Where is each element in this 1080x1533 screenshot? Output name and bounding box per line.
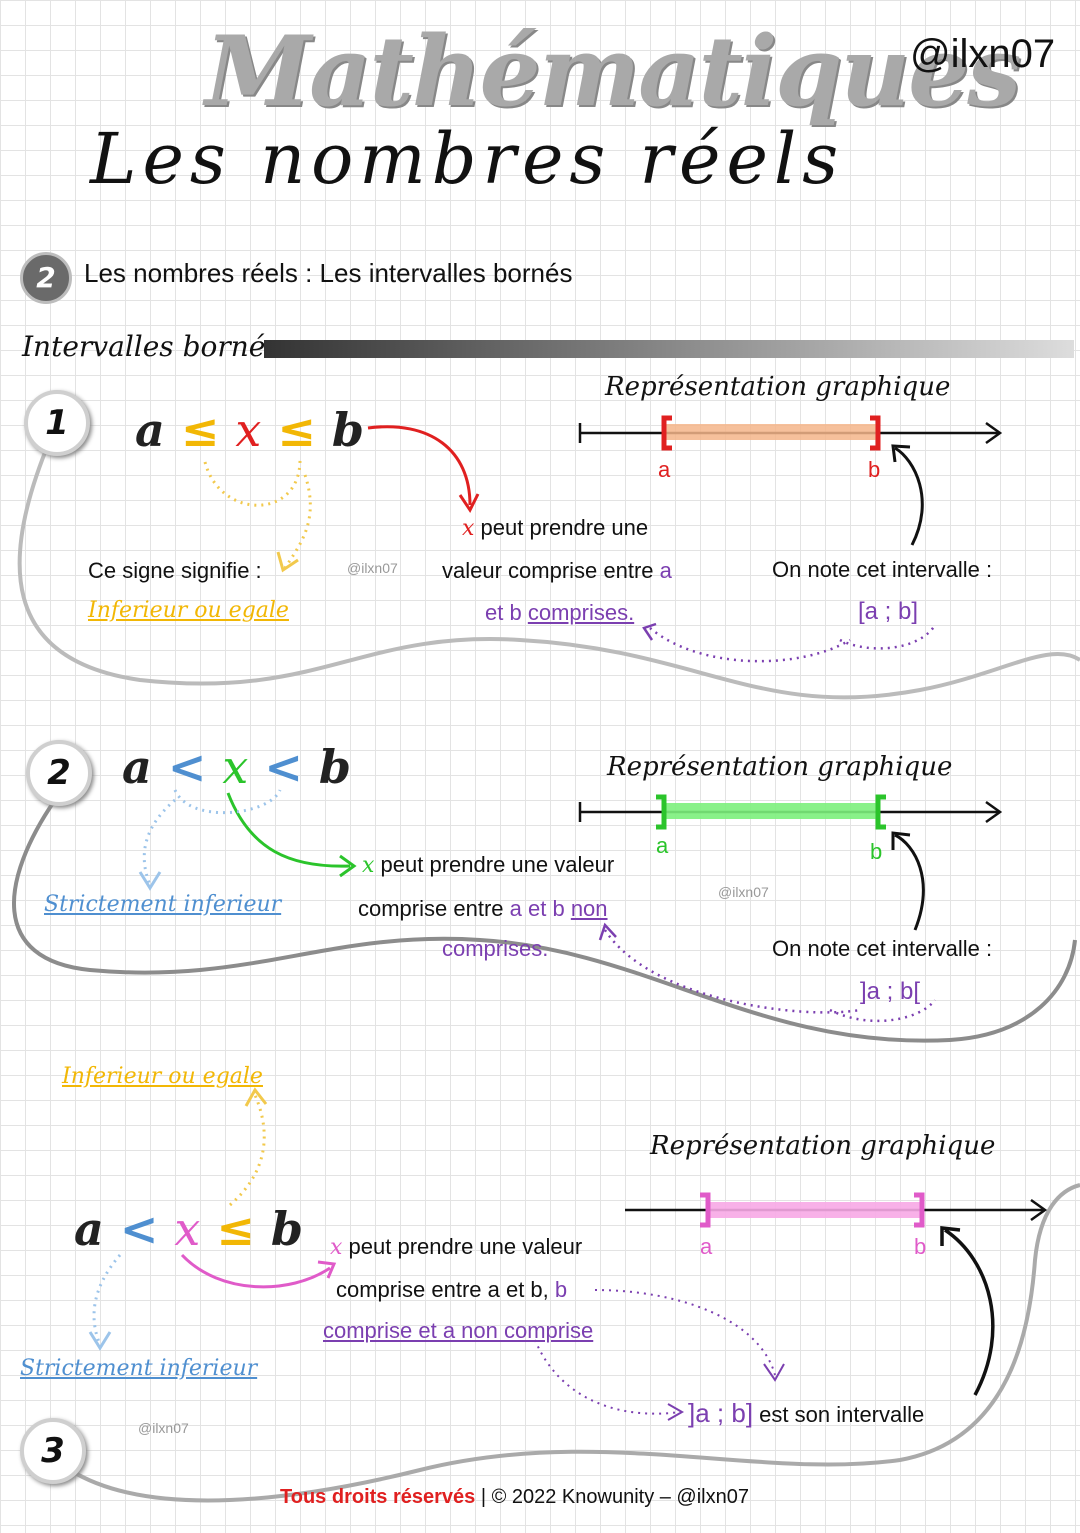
block-3-desc-line2: comprise entre a et b, b <box>336 1277 568 1302</box>
block-2-sign-meaning: Strictement inferieur <box>44 892 282 917</box>
op-lt: < <box>119 1202 159 1256</box>
block-1-number: 1 <box>24 390 90 456</box>
var-a: a <box>122 740 152 794</box>
block-3-meaning-bottom: Strictement inferieur <box>20 1356 258 1381</box>
block-3-number: 3 <box>20 1418 86 1484</box>
subsection-bar <box>264 340 1074 358</box>
block-1-desc-line1: x peut prendre une <box>462 515 649 541</box>
watermark: @ilxn07 <box>138 1420 189 1436</box>
block-2-notation: ]a ; b[ <box>860 978 921 1005</box>
block-2-repr-title: Représentation graphique <box>607 752 953 782</box>
block-2-number: 2 <box>26 740 92 806</box>
block-3-meaning-top: Inferieur ou egale <box>62 1064 263 1089</box>
block-3-desc-line3: comprise et a non comprise <box>323 1318 594 1343</box>
block-2-label-b: b <box>870 839 883 864</box>
op-lt: < <box>167 740 207 794</box>
var-b: b <box>270 1202 304 1256</box>
block-1-label-a: a <box>658 457 671 482</box>
section-title: Les nombres réels : Les intervalles born… <box>84 258 573 288</box>
op-le: ≤ <box>277 403 316 457</box>
block-1-inequality: a ≤ x ≤ b <box>135 403 364 457</box>
op-le: ≤ <box>180 403 220 457</box>
block-3-label-a: a <box>700 1234 713 1259</box>
var-x: x <box>222 740 249 794</box>
block-1-desc-line2: valeur comprise entre a <box>442 558 672 583</box>
author-handle: @ilxn07 <box>910 32 1056 76</box>
block-1-notation: [a ; b] <box>858 598 919 625</box>
wavy-border-2 <box>12 798 1077 1043</box>
block-1-desc-line3: et b comprises. <box>485 600 635 625</box>
block-3-label-b: b <box>914 1234 927 1259</box>
block-2-note: On note cet intervalle : <box>772 936 993 961</box>
block-3-notation-line: ]a ; b] est son intervalle <box>688 1398 925 1428</box>
footer: Tous droits réservés | © 2022 Knowunity … <box>280 1486 749 1509</box>
watermark: @ilxn07 <box>347 560 398 576</box>
block-2-desc-line3: comprises. <box>442 936 549 961</box>
block-2-label-a: a <box>656 833 669 858</box>
op-le: ≤ <box>216 1202 255 1256</box>
block-2-inequality: a < x < b <box>122 740 351 794</box>
block-3-desc-line1: x peut prendre une valeur <box>330 1234 583 1260</box>
footer-copyright: | © 2022 Knowunity – @ilxn07 <box>480 1486 749 1508</box>
section-number-badge: 2 <box>20 252 72 304</box>
interval-bar-1 <box>664 424 876 440</box>
footer-rights: Tous droits réservés <box>280 1486 476 1508</box>
block-2-desc-line1: x peut prendre une valeur <box>362 852 615 878</box>
interval-bar-2 <box>664 803 878 819</box>
var-x: x <box>174 1202 201 1256</box>
var-x: x <box>235 403 262 457</box>
block-1-sign-meaning: Inferieur ou egale <box>88 598 289 623</box>
subsection-label: Intervalles bornés <box>22 330 280 363</box>
block-1-note: On note cet intervalle : <box>772 557 993 582</box>
sub-title: Les nombres réels <box>90 118 845 200</box>
block-2-desc-line2: comprise entre a et b non <box>358 896 608 921</box>
interval-bar-3 <box>708 1202 922 1218</box>
block-1-label-b: b <box>868 457 881 482</box>
op-lt: < <box>264 740 303 794</box>
block-1-sign-label: Ce signe signifie : <box>88 558 262 583</box>
wavy-border-1 <box>17 439 1080 700</box>
block-1-repr-title: Représentation graphique <box>605 372 951 402</box>
wavy-border-3 <box>68 1183 1080 1503</box>
var-b: b <box>318 740 352 794</box>
watermark: @ilxn07 <box>718 884 769 900</box>
var-a: a <box>135 403 165 457</box>
block-3-repr-title: Représentation graphique <box>650 1131 996 1161</box>
var-b: b <box>331 403 365 457</box>
main-title: Mathématiques <box>205 15 1021 128</box>
var-a: a <box>74 1202 104 1256</box>
block-3-inequality: a < x ≤ b <box>74 1202 303 1256</box>
